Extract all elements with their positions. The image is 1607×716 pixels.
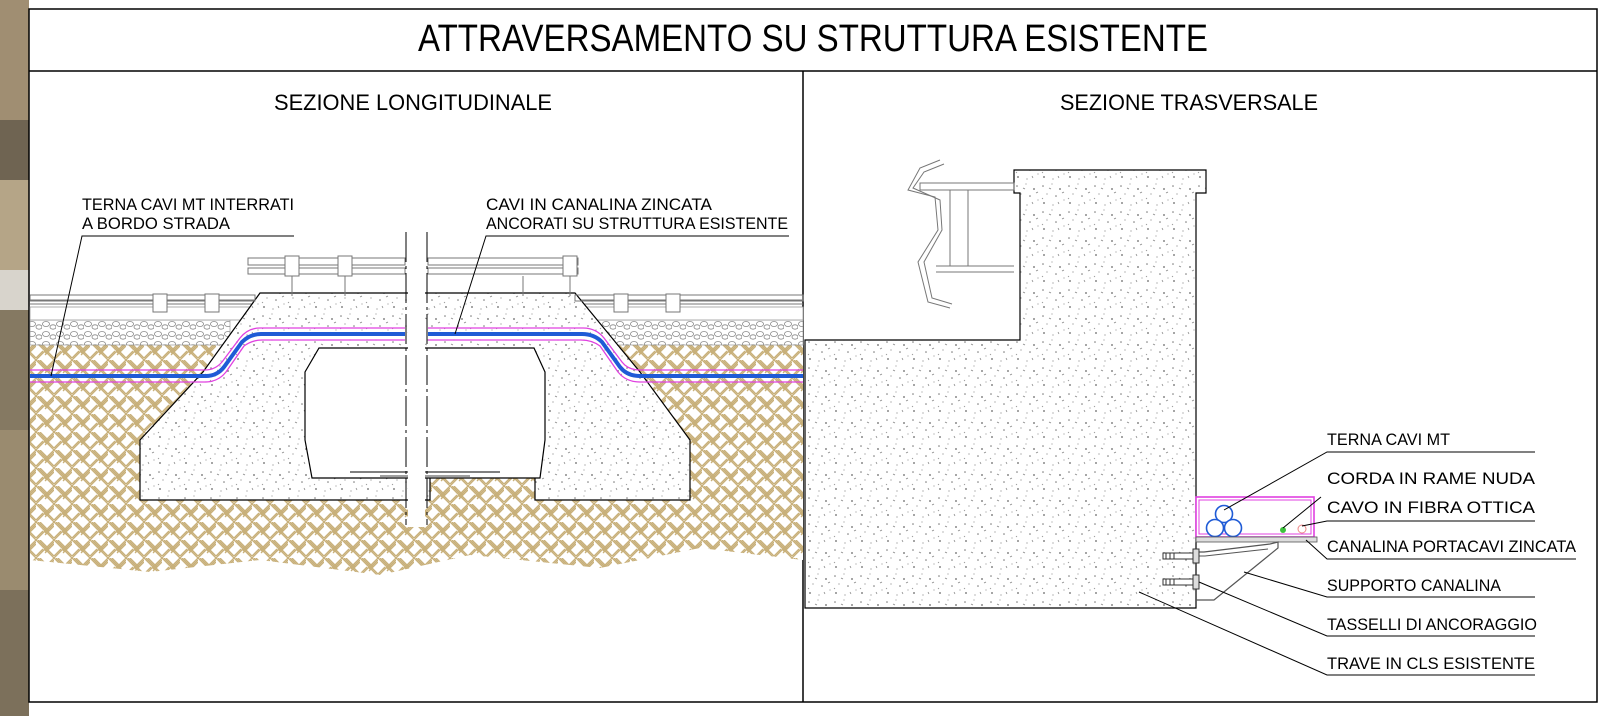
label-cavo-fibra: CAVO IN FIBRA OTTICA xyxy=(1327,498,1536,517)
anchor-bolts xyxy=(1162,548,1200,590)
aerial-photo-strip xyxy=(0,0,29,716)
label-terna-cavi: TERNA CAVI MT xyxy=(1327,430,1450,449)
guardrail-right xyxy=(574,293,804,313)
drawing-title: ATTRAVERSAMENTO SU STRUTTURA ESISTENTE xyxy=(418,18,1208,60)
guardrail-profile xyxy=(907,159,1015,309)
label-canalina-2: ANCORATI SU STRUTTURA ESISTENTE xyxy=(486,214,788,233)
transverse-heading: SEZIONE TRASVERSALE xyxy=(1060,90,1318,115)
label-supporto-canalina: SUPPORTO CANALINA xyxy=(1327,576,1502,595)
copper-cord xyxy=(1280,527,1286,533)
label-corda-rame: CORDA IN RAME NUDA xyxy=(1327,469,1536,488)
guardrail-left xyxy=(29,293,256,313)
tray-support-bracket xyxy=(1196,541,1279,601)
concrete-beam xyxy=(804,169,1207,609)
transverse-section: SEZIONE TRASVERSALE xyxy=(804,90,1577,676)
mv-cable-line xyxy=(30,332,803,378)
longitudinal-section: SEZIONE LONGITUDINALE xyxy=(29,90,804,575)
longitudinal-heading: SEZIONE LONGITUDINALE xyxy=(274,90,552,115)
road-gravel-right xyxy=(589,319,804,346)
label-cavi-interrati-1: TERNA CAVI MT INTERRATI xyxy=(82,195,294,214)
label-canalina-1: CAVI IN CANALINA ZINCATA xyxy=(486,195,713,214)
road-gravel-left xyxy=(29,319,231,346)
leader-canalina xyxy=(454,235,789,335)
galvanized-duct xyxy=(30,327,803,371)
fiber-optic-cable xyxy=(1297,524,1307,534)
guardrail-top xyxy=(247,255,579,296)
mv-cable-trefoil xyxy=(1205,504,1243,538)
label-cavi-interrati-2: A BORDO STRADA xyxy=(82,214,231,233)
leader-cavi-interrati xyxy=(50,235,294,377)
tray-bottom-plate xyxy=(1195,536,1318,543)
label-trave-cls: TRAVE IN CLS ESISTENTE xyxy=(1327,654,1535,673)
label-tasselli: TASSELLI DI ANCORAGGIO xyxy=(1327,615,1537,634)
label-canalina-portacavi: CANALINA PORTACAVI ZINCATA xyxy=(1327,537,1577,556)
leader-lines xyxy=(1138,451,1576,676)
